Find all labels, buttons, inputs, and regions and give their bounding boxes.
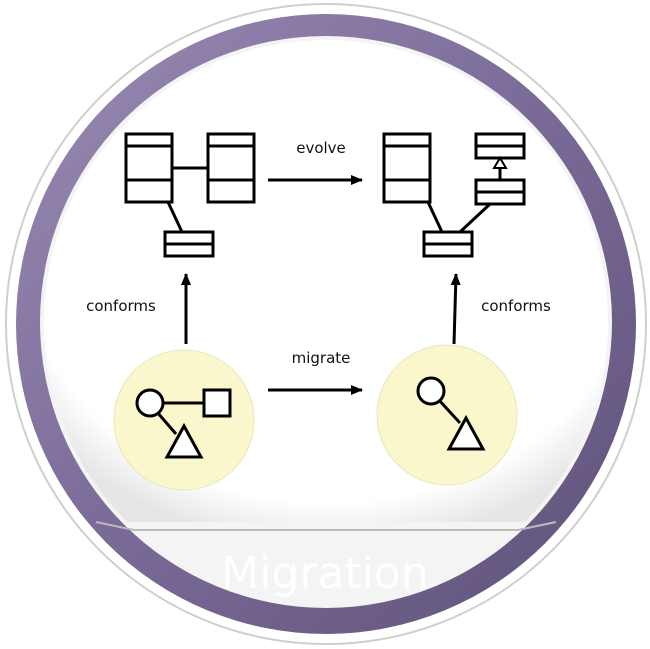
object-circle-icon [135,388,165,418]
conforms-label-left: conforms [86,297,156,315]
metamodel-v1 [124,132,256,258]
class-box [382,132,432,204]
association-line [166,201,184,233]
object-triangle-icon [164,422,204,459]
instance-circle [113,349,255,491]
migrate-label: migrate [292,349,351,367]
class-box [163,230,215,258]
class-box [474,178,526,206]
conforms-label-right: conforms [481,297,551,315]
metamodel-v2 [382,132,526,258]
association-line [426,201,444,233]
object-square-icon [202,388,232,418]
class-box [206,132,256,204]
badge-title: Migration [221,548,428,599]
model-v1 [113,349,255,491]
class-box [422,230,474,258]
class-box [474,132,526,160]
association-line [458,202,492,234]
conforms-arrow-right [450,273,461,345]
object-circle-icon [416,376,446,406]
evolve-label: evolve [296,139,346,157]
class-box [124,132,174,204]
model-v2 [376,344,518,486]
instance-circle [376,344,518,486]
object-triangle-icon [446,414,486,451]
